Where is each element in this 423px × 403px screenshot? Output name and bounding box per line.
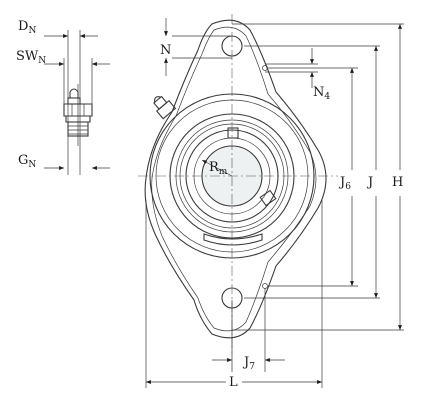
label-g-n: GN — [18, 153, 36, 170]
label-h: H — [392, 175, 403, 190]
dimension-labels: DN SWN GN N N4 Rm J6 J H J7 L — [16, 19, 403, 390]
label-d-n: DN — [18, 19, 36, 36]
label-n4: N4 — [313, 85, 330, 102]
center-lines — [138, 14, 338, 356]
grease-nipple-view — [44, 30, 110, 175]
label-j7: J7 — [242, 355, 255, 372]
label-j6: J6 — [338, 175, 351, 192]
label-l: L — [229, 375, 238, 390]
label-n: N — [160, 43, 171, 58]
label-j: J — [366, 175, 373, 190]
label-sw-n: SWN — [16, 49, 46, 66]
label-r-m: Rm — [209, 160, 228, 177]
dimension-lines — [145, 18, 404, 388]
